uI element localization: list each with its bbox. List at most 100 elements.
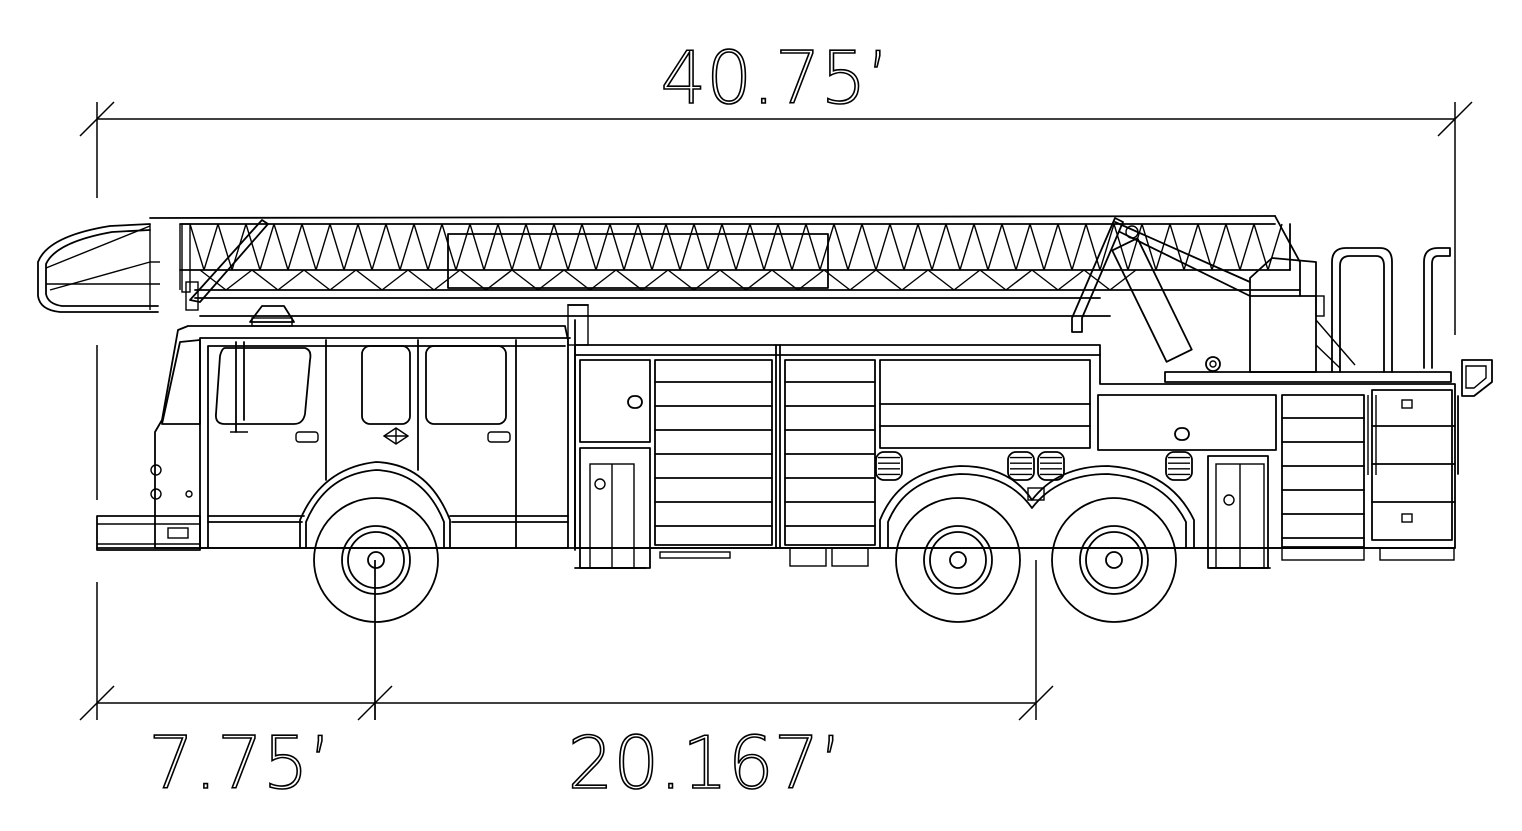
line-segment bbox=[459, 269, 487, 291]
line-segment bbox=[693, 269, 721, 291]
line-segment bbox=[511, 269, 539, 291]
line-segment bbox=[805, 223, 821, 271]
line-segment bbox=[1127, 223, 1143, 271]
line-segment bbox=[553, 223, 569, 271]
line-segment bbox=[637, 223, 653, 271]
line-segment bbox=[609, 223, 625, 271]
line-segment bbox=[665, 223, 681, 271]
line-segment bbox=[287, 223, 303, 271]
line-segment bbox=[441, 223, 457, 271]
line-segment bbox=[875, 269, 903, 291]
line-segment bbox=[343, 223, 359, 271]
line-segment bbox=[1057, 269, 1085, 291]
line-segment bbox=[749, 223, 765, 271]
vent-frame bbox=[1037, 451, 1065, 481]
line-segment bbox=[953, 269, 981, 291]
truck-body bbox=[567, 304, 1493, 569]
line-segment bbox=[903, 223, 919, 271]
line-segment bbox=[329, 269, 357, 291]
line-segment bbox=[567, 223, 583, 271]
line-segment bbox=[1085, 223, 1101, 271]
line-segment bbox=[357, 223, 373, 271]
line-segment bbox=[485, 269, 513, 291]
line-segment bbox=[399, 223, 415, 271]
front-wheel bbox=[313, 497, 439, 623]
overall-length-label: 40.75’ bbox=[660, 36, 889, 120]
line-segment bbox=[901, 269, 929, 291]
line-segment bbox=[1071, 223, 1087, 271]
line-segment bbox=[1043, 223, 1059, 271]
dimension-front-overhang bbox=[79, 345, 1036, 721]
line-segment bbox=[1155, 223, 1171, 271]
line-segment bbox=[1057, 223, 1073, 271]
line-segment bbox=[1031, 269, 1059, 291]
line-segment bbox=[875, 223, 891, 271]
line-segment bbox=[797, 269, 825, 291]
ladder-truss-lower bbox=[199, 269, 1137, 291]
line-segment bbox=[251, 269, 279, 291]
line-segment bbox=[483, 223, 499, 271]
truck-cab bbox=[96, 305, 576, 551]
line-segment bbox=[259, 223, 275, 271]
line-segment bbox=[277, 269, 305, 291]
line-segment bbox=[371, 223, 387, 271]
line-segment bbox=[199, 269, 227, 291]
line-segment bbox=[433, 269, 461, 291]
line-segment bbox=[225, 269, 253, 291]
line-segment bbox=[667, 269, 695, 291]
line-segment bbox=[849, 269, 877, 291]
line-segment bbox=[1211, 223, 1227, 271]
line-segment bbox=[1099, 223, 1115, 271]
line-segment bbox=[469, 223, 485, 271]
line-segment bbox=[537, 269, 565, 291]
line-segment bbox=[651, 223, 667, 271]
line-segment bbox=[563, 269, 591, 291]
line-segment bbox=[641, 269, 669, 291]
line-segment bbox=[973, 223, 989, 271]
line-segment bbox=[959, 223, 975, 271]
line-segment bbox=[791, 223, 807, 271]
body-vents bbox=[875, 451, 1193, 481]
dimension-overall-length bbox=[79, 101, 1473, 335]
line-segment bbox=[273, 223, 289, 271]
line-segment bbox=[385, 223, 401, 271]
line-segment bbox=[889, 223, 905, 271]
line-segment bbox=[1239, 223, 1255, 271]
line-segment bbox=[245, 223, 261, 271]
line-segment bbox=[303, 269, 331, 291]
line-segment bbox=[497, 223, 513, 271]
line-segment bbox=[1109, 269, 1137, 291]
line-segment bbox=[455, 223, 471, 271]
line-segment bbox=[595, 223, 611, 271]
line-segment bbox=[719, 269, 747, 291]
turntable-assembly bbox=[1071, 217, 1452, 383]
line-segment bbox=[189, 223, 205, 271]
line-segment bbox=[623, 223, 639, 271]
line-segment bbox=[315, 223, 331, 271]
line-segment bbox=[1083, 269, 1111, 291]
line-segment bbox=[355, 269, 383, 291]
line-segment bbox=[931, 223, 947, 271]
aerial-ladder bbox=[37, 215, 1301, 317]
line-segment bbox=[819, 223, 835, 271]
line-segment bbox=[707, 223, 723, 271]
line-segment bbox=[427, 223, 443, 271]
vent-frame bbox=[1165, 451, 1193, 481]
line-segment bbox=[581, 223, 597, 271]
vent-frame bbox=[1007, 451, 1035, 481]
vent-frame bbox=[875, 451, 903, 481]
line-segment bbox=[615, 269, 643, 291]
line-segment bbox=[1001, 223, 1017, 271]
compartment-slats bbox=[627, 381, 1365, 539]
dimension-wheelbase bbox=[1018, 560, 1054, 721]
line-segment bbox=[1015, 223, 1031, 271]
line-segment bbox=[847, 223, 863, 271]
line-segment bbox=[589, 269, 617, 291]
line-segment bbox=[1267, 223, 1283, 271]
line-segment bbox=[745, 269, 773, 291]
line-segment bbox=[1183, 223, 1199, 271]
line-segment bbox=[381, 269, 409, 291]
rear-wheel-rear-axle bbox=[1051, 497, 1177, 623]
line-segment bbox=[301, 223, 317, 271]
